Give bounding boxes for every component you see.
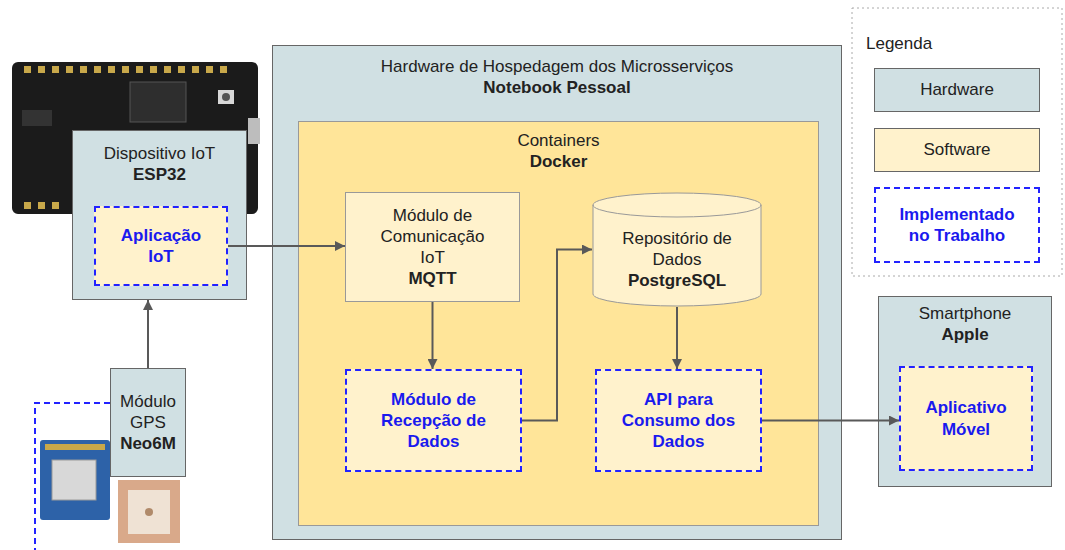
- legend-swatch: Hardware: [874, 68, 1040, 112]
- connector-arrow: [762, 420, 899, 422]
- node-label: Repositório de Dados: [612, 228, 742, 271]
- node-label: Smartphone: [919, 303, 1012, 324]
- legend-swatch: Software: [874, 128, 1040, 172]
- pin-header-top: [24, 66, 227, 73]
- pin: [192, 66, 199, 73]
- connector-arrow: [522, 250, 592, 421]
- hardware-box: Módulo de Comunicação IoTMQTT Repositório…: [272, 45, 842, 540]
- push-button: [218, 90, 234, 104]
- connector-arrow: [432, 302, 434, 369]
- node-label: Aplicativo Móvel: [911, 397, 1021, 440]
- pin-header-bottom: [24, 202, 59, 209]
- node-label: Containers: [517, 130, 599, 151]
- node-label: Módulo GPS: [117, 391, 179, 434]
- node-sublabel: MQTT: [408, 268, 456, 289]
- pin: [122, 66, 129, 73]
- implemented-box: Aplicativo Móvel: [899, 366, 1033, 471]
- antenna-feed: [145, 508, 153, 516]
- gps-pins: [45, 444, 105, 450]
- pin: [94, 66, 101, 73]
- implemented-marker-outline: [35, 403, 110, 550]
- chip: [130, 82, 186, 122]
- pin: [38, 202, 45, 209]
- hardware-box: Módulo GPSNeo6M: [110, 368, 186, 477]
- cylinder-body: [593, 193, 761, 306]
- pin: [52, 66, 59, 73]
- node-sublabel: Apple: [941, 324, 988, 345]
- node-sublabel: Notebook Pessoal: [483, 77, 630, 98]
- connector-arrow: [147, 300, 149, 368]
- legend-sample-box: Implementado no Trabalho: [874, 187, 1040, 263]
- database-cylinder: Repositório de DadosPostgreSQL: [592, 192, 762, 307]
- gps-board: [40, 440, 110, 520]
- software-box: Módulo de Comunicação IoTMQTT: [345, 192, 520, 302]
- connector-arrow: [228, 245, 345, 247]
- legend-text: Hardware: [920, 79, 994, 100]
- pin: [150, 66, 157, 73]
- node-label: Módulo de Comunicação IoT: [370, 205, 495, 269]
- node-sublabel: Docker: [530, 151, 588, 172]
- pin: [164, 66, 171, 73]
- pin: [206, 66, 213, 73]
- gps-antenna: [118, 480, 180, 543]
- pin: [38, 66, 45, 73]
- node-label: Módulo de Recepção de Dados: [374, 389, 494, 453]
- node-label: Hardware de Hospedagem dos Microsserviço…: [381, 56, 733, 77]
- node-label: Aplicação IoT: [111, 225, 211, 268]
- pin: [52, 202, 59, 209]
- gps-shield: [52, 460, 96, 500]
- pin: [136, 66, 143, 73]
- node-label: Dispositivo IoT: [104, 143, 215, 164]
- container-box: Módulo de Comunicação IoTMQTT Repositório…: [298, 121, 819, 526]
- node-sublabel: Neo6M: [120, 433, 176, 454]
- hardware-box: Aplicação IoT Dispositivo IoTESP32: [72, 130, 247, 300]
- hardware-box: Aplicativo Móvel SmartphoneApple: [878, 296, 1052, 487]
- push-button-cap: [222, 93, 230, 101]
- pin: [80, 66, 87, 73]
- pin: [220, 66, 227, 73]
- pin: [178, 66, 185, 73]
- connector-arrow: [676, 307, 678, 369]
- legend-title: Legenda: [866, 33, 932, 54]
- pin: [66, 66, 73, 73]
- node-sublabel: ESP32: [133, 164, 186, 185]
- antenna-ceramic: [128, 490, 170, 534]
- legend-text: Implementado no Trabalho: [895, 204, 1020, 247]
- node-label: API para Consumo dos Dados: [619, 389, 739, 453]
- node-sublabel: PostgreSQL: [628, 270, 726, 291]
- pin: [24, 202, 31, 209]
- implemented-box: Aplicação IoT: [94, 206, 228, 286]
- legend-frame: [852, 8, 1062, 276]
- usb-connector: [248, 118, 260, 144]
- legend-text: Software: [923, 139, 990, 160]
- cylinder-rim: [593, 205, 761, 217]
- pin: [108, 66, 115, 73]
- component: [22, 110, 52, 126]
- pin: [24, 66, 31, 73]
- implemented-box: API para Consumo dos Dados: [595, 369, 762, 472]
- implemented-box: Módulo de Recepção de Dados: [345, 369, 522, 472]
